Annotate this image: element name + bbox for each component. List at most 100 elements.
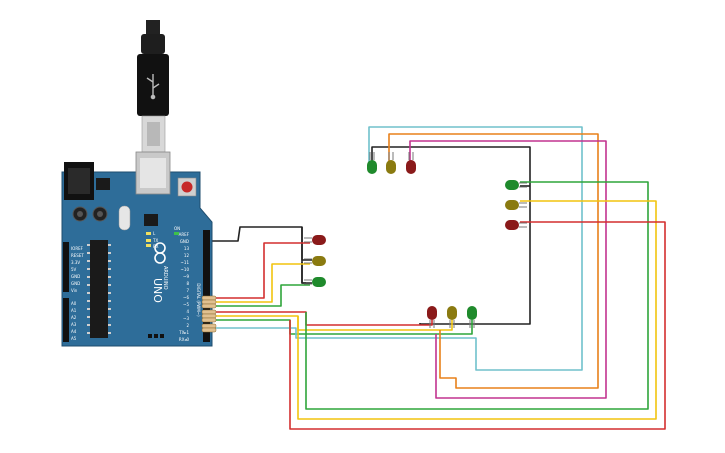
led-east-red[interactable] — [505, 220, 527, 230]
led-south-red[interactable] — [427, 306, 437, 328]
led-south-green[interactable] — [467, 306, 477, 328]
reset-button-cap[interactable] — [181, 181, 193, 193]
digital-pin-label: ~10 — [181, 267, 190, 272]
digital-pin-label: AREF — [179, 232, 190, 237]
atmega-chip-pins — [87, 244, 111, 334]
digital-pin-label: RX◂0 — [179, 337, 190, 342]
led-body — [312, 235, 326, 245]
wire-east-green[interactable] — [305, 181, 649, 410]
analog-pin-label: A2 — [71, 315, 77, 320]
led-body — [386, 160, 396, 174]
resistor[interactable] — [201, 313, 217, 319]
led-east-yellow[interactable] — [505, 200, 527, 210]
led-west-red[interactable] — [304, 235, 326, 245]
led-east-green[interactable] — [505, 180, 527, 190]
wires — [192, 126, 666, 430]
led-rx — [146, 244, 151, 247]
wire-ground-north[interactable] — [371, 146, 531, 325]
power-jack-inner — [68, 168, 90, 194]
resistor[interactable] — [201, 309, 217, 315]
led-body — [406, 160, 416, 174]
icsp-header — [148, 334, 164, 338]
digital-pin-label: GND — [180, 239, 189, 244]
power-pin-label: IOREF — [71, 246, 84, 251]
analog-label: ANALOG IN — [55, 311, 60, 333]
led-on — [174, 232, 179, 235]
wire-north-red[interactable] — [409, 140, 607, 399]
digital-pin-label: 7 — [186, 288, 189, 293]
power-pin-label: GND — [71, 281, 80, 286]
usb-cable-strain-relief — [141, 34, 165, 54]
wire-north-green[interactable] — [210, 126, 583, 371]
digital-pin-label: ~11 — [181, 260, 190, 265]
analog-pin-labels: A0 A1 A2 A3 A4 A5 — [71, 301, 77, 341]
analog-pin-label: A0 — [71, 301, 77, 306]
wire-south-red[interactable] — [210, 311, 433, 326]
power-pin-labels: IOREF RESET 3.3V 5V GND GND Vin — [71, 246, 84, 293]
led-south-yellow[interactable] — [447, 306, 457, 328]
resistor[interactable] — [201, 303, 217, 309]
resistor-array — [201, 295, 217, 333]
resistor[interactable] — [201, 317, 217, 323]
led-body — [505, 200, 519, 210]
digital-pin-label: ~3 — [183, 316, 189, 321]
wire-west-red[interactable] — [210, 242, 310, 299]
digital-pin-label: ~9 — [183, 274, 189, 279]
led-body — [427, 306, 437, 320]
digital-pin-label: TX▸1 — [178, 330, 189, 335]
atmega-chip — [90, 240, 108, 338]
led-north-red[interactable] — [406, 152, 416, 174]
model-label: UNO — [151, 278, 164, 303]
voltage-regulator — [96, 178, 110, 190]
usb-plug-metal-inner — [147, 122, 160, 146]
wire-ground-b[interactable] — [301, 227, 312, 261]
digital-pin-label: ~6 — [183, 295, 189, 300]
arduino-logo: ARDUINO UNO — [151, 242, 168, 303]
brand-label: ARDUINO — [162, 266, 168, 290]
led-body — [367, 160, 377, 174]
capacitor-2-top — [97, 211, 103, 217]
power-pin-label: 3.3V — [71, 260, 80, 265]
led-north-yellow[interactable] — [386, 152, 396, 174]
traffic-light-east — [505, 180, 527, 230]
power-pin-label: RESET — [71, 253, 84, 258]
led-body — [467, 306, 477, 320]
digital-pin-labels: AREF GND 13 12 ~11 ~10 ~9 8 7 ~6 ~5 4 ~3… — [178, 232, 189, 342]
led-body — [312, 256, 326, 266]
resistor[interactable] — [201, 327, 217, 333]
wire-north-yellow[interactable] — [388, 133, 599, 389]
resistor[interactable] — [201, 323, 217, 329]
led-west-green[interactable] — [304, 277, 326, 287]
wire-west-yellow[interactable] — [210, 263, 310, 303]
power-pin-label: Vin — [71, 288, 78, 293]
led-body — [312, 277, 326, 287]
power-label: POWER — [55, 272, 60, 287]
led-body — [505, 180, 519, 190]
crystal — [118, 205, 131, 231]
wire-east-yellow[interactable] — [297, 200, 657, 420]
digital-pin-label: ~5 — [183, 302, 189, 307]
arduino-board[interactable]: IOREF RESET 3.3V 5V GND GND Vin A0 A1 A2… — [55, 151, 213, 347]
power-header — [63, 242, 69, 292]
wire-west-green[interactable] — [210, 284, 310, 307]
led-on-label: ON — [174, 226, 180, 231]
wire-ground-c[interactable] — [301, 262, 312, 284]
led-west-yellow[interactable] — [304, 256, 326, 266]
analog-pin-label: A4 — [71, 329, 77, 334]
led-north-green[interactable] — [367, 152, 377, 174]
digital-pin-label: 13 — [184, 246, 190, 251]
wire-east-red[interactable] — [289, 221, 666, 430]
analog-header — [63, 298, 69, 342]
digital-pin-label: 2 — [186, 323, 189, 328]
resistor[interactable] — [201, 299, 217, 305]
led-body — [447, 306, 457, 320]
traffic-light-west — [304, 235, 326, 287]
analog-pin-label: A1 — [71, 308, 77, 313]
digital-pin-label: 12 — [184, 253, 190, 258]
analog-pin-label: A5 — [71, 336, 77, 341]
power-pin-label: GND — [71, 274, 80, 279]
digital-pin-label: 8 — [186, 281, 189, 286]
usb-cable[interactable] — [137, 20, 169, 153]
resistor[interactable] — [201, 295, 217, 301]
